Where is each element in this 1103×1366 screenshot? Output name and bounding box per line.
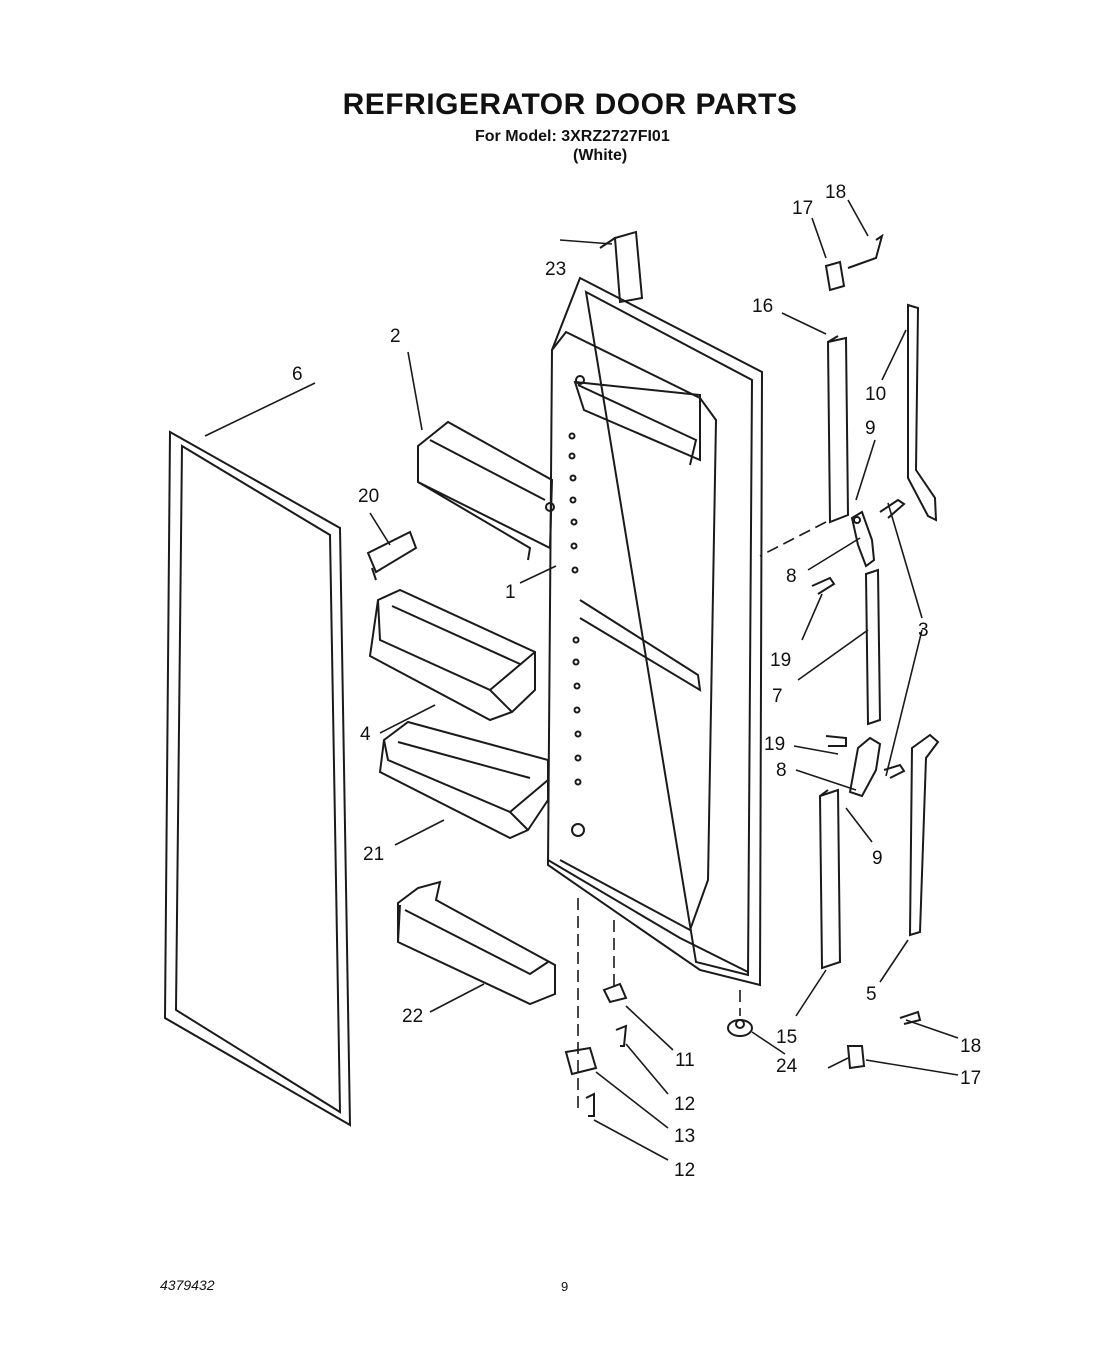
top-hinge-block [824,233,884,292]
callout-17-bottom: 17 [960,1068,981,1089]
callout-6: 6 [292,364,303,385]
callout-18-top: 18 [825,182,846,203]
retainer-clip [366,530,418,581]
lower-hinge [825,735,906,798]
callout-4: 4 [360,724,371,745]
callout-21: 21 [363,844,384,865]
callout-5: 5 [866,984,877,1005]
page-title: REFRIGERATOR DOOR PARTS [342,88,798,121]
door-gasket [163,430,352,1127]
door-bin-upper [368,588,536,722]
door-bin-lower [378,720,549,840]
hinge-cover-strip [864,568,882,726]
callout-23: 23 [545,259,566,280]
lower-hinge-trim [818,788,842,970]
variant-label: (White) [573,147,628,164]
bottom-cam [602,982,628,1047]
dairy-compartment [417,420,555,561]
callout-7: 7 [772,686,783,707]
page-number: 9 [561,1279,569,1294]
leader-arrows [204,199,959,1161]
alignment-line-hinge [759,521,827,557]
callout-17-top: 17 [792,198,813,219]
callout-10: 10 [865,384,886,405]
bottom-bracket [564,1046,598,1117]
upper-door-trim [907,303,938,522]
callout-24: 24 [776,1056,798,1077]
callout-9-lower: 9 [872,848,883,869]
callout-18-bottom: 18 [960,1036,981,1057]
door-shelf-bar [397,880,556,1006]
shelf-holes [568,432,582,786]
callout-16: 16 [752,296,773,317]
callout-20: 20 [358,486,379,507]
callout-19-lower: 19 [764,734,785,755]
callout-9-upper: 9 [865,418,876,439]
callout-19-upper: 19 [770,650,791,671]
document-number: 4379432 [160,1277,215,1293]
callout-3: 3 [918,620,929,641]
door-stop [727,1019,753,1037]
callout-22: 22 [402,1006,423,1027]
callout-12-upper: 12 [674,1094,695,1115]
callout-12-lower: 12 [674,1160,695,1181]
callout-15: 15 [776,1027,797,1048]
callout-13: 13 [674,1126,695,1147]
lower-door-trim [908,733,940,937]
screw-19-upper [811,576,836,595]
door-liner [546,276,764,987]
callout-11: 11 [675,1050,695,1071]
callout-1: 1 [505,582,516,603]
callout-8-lower: 8 [776,760,787,781]
model-line: For Model: 3XRZ2727FI01 [475,128,670,145]
upper-hinge-trim [826,335,850,524]
callout-8-upper: 8 [786,566,797,587]
callout-2: 2 [390,326,401,347]
